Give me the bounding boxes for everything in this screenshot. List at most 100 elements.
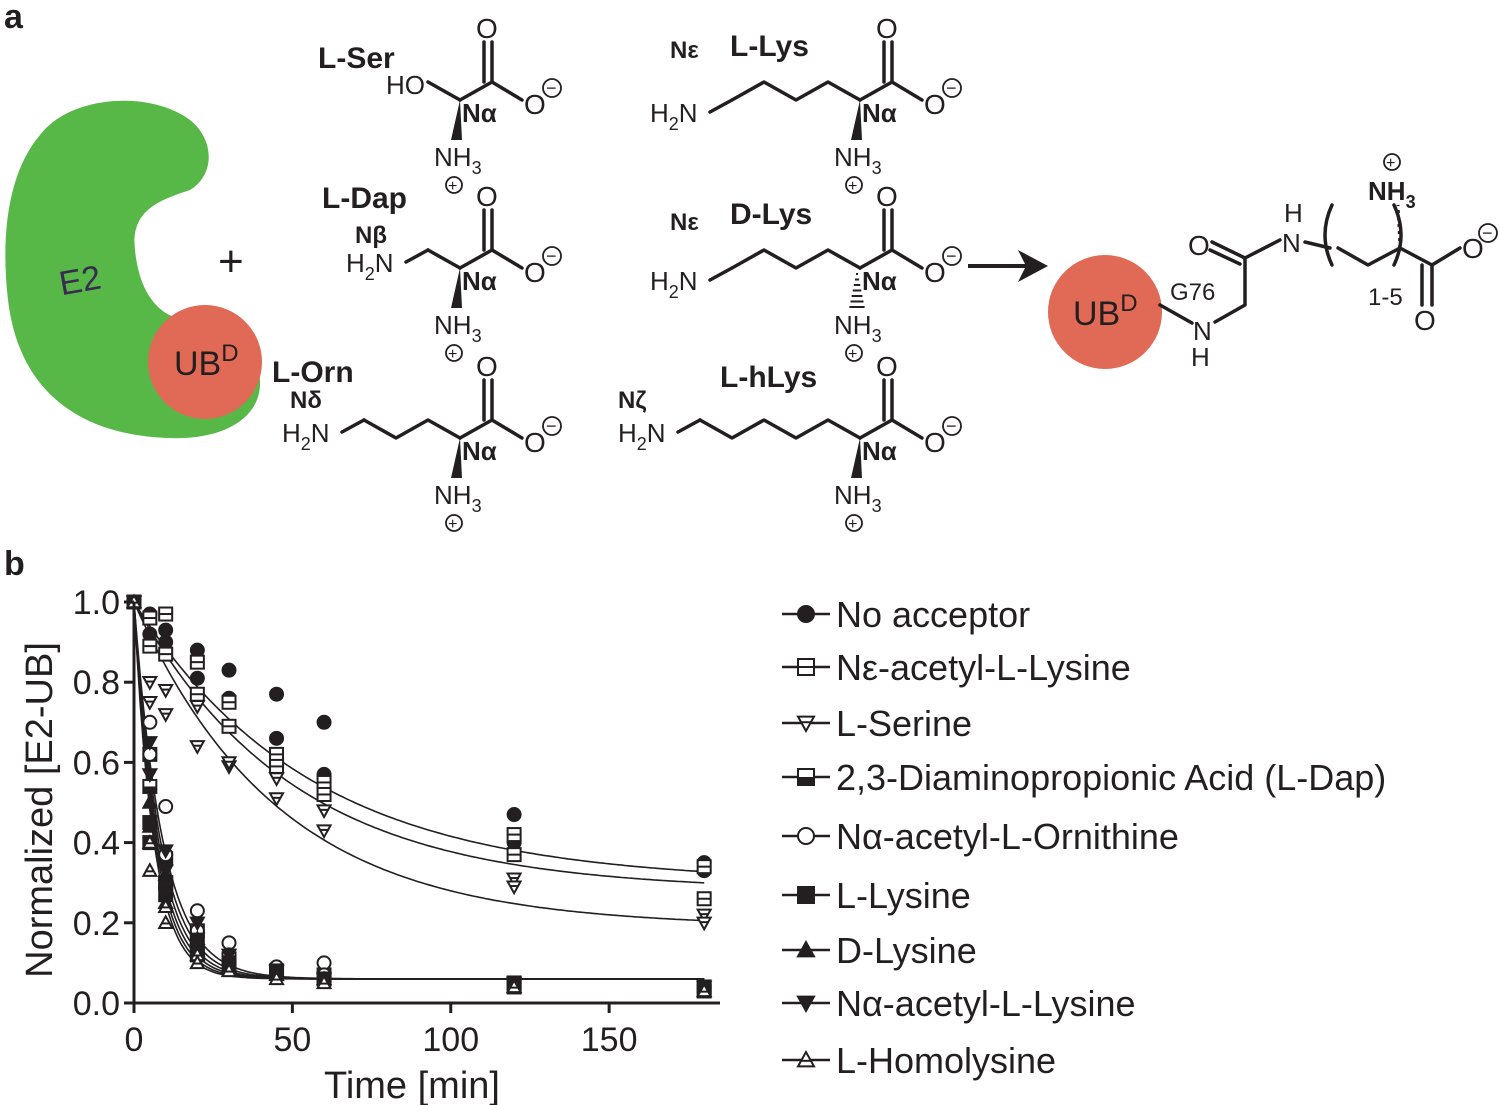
- positive-charge-icon: [445, 176, 463, 194]
- alpha-amine-label: Nα: [862, 436, 897, 466]
- terminal-amine: H2N: [618, 418, 666, 454]
- negative-charge-sign: −: [546, 78, 557, 98]
- carbonyl-oxygen: O: [876, 181, 898, 212]
- data-point: [316, 786, 332, 802]
- negative-charge-icon: [942, 246, 962, 266]
- product-amine: NH3: [1368, 176, 1416, 212]
- terminal-amine: H2N: [650, 98, 698, 134]
- y-tick-label: 0.2: [73, 905, 120, 943]
- carboxylate-oxygen: O: [924, 89, 946, 120]
- legend-marker-icon: [796, 715, 816, 734]
- carbonyl-oxygen: O: [476, 13, 498, 44]
- fit-curve-5: [133, 601, 705, 980]
- y-tick-label: 0.4: [73, 825, 120, 863]
- legend-marker-icon: [796, 995, 816, 1014]
- y-tick-label: 0.8: [73, 664, 120, 702]
- y-tick-label: 0.6: [73, 744, 120, 782]
- x-tick-label: 150: [581, 1021, 638, 1059]
- data-point: [505, 872, 523, 888]
- data-point: [157, 898, 174, 913]
- alpha-amine-label: Nα: [862, 98, 897, 128]
- ammonium-group: NH3: [434, 480, 482, 516]
- product-residue-label: G76: [1170, 279, 1215, 306]
- product-h-top: H: [1284, 198, 1303, 228]
- x-tick-label: 0: [125, 1021, 144, 1059]
- fit-curve-2: [133, 601, 705, 922]
- alpha-amine-label: Nα: [462, 98, 497, 128]
- data-point: [220, 962, 238, 978]
- data-point: [157, 844, 174, 860]
- side-chain-amine-label: Nε: [670, 209, 699, 236]
- alpha-amine-label: Nα: [862, 266, 897, 296]
- data-point: [158, 646, 174, 662]
- product-carboxylate-o-right: O: [1462, 233, 1484, 264]
- product-ub-circle: [1048, 255, 1162, 369]
- ammonium-group: NH3: [834, 480, 882, 516]
- negative-charge-sign: −: [946, 78, 957, 98]
- terminal-amine: H2N: [346, 248, 394, 284]
- data-point: [506, 807, 522, 823]
- negative-charge-sign: −: [546, 246, 557, 266]
- data-point: [189, 932, 206, 948]
- product-carboxylate-o-bottom: O: [1414, 305, 1436, 336]
- carboxylate-oxygen: O: [524, 427, 546, 458]
- data-point: [695, 982, 713, 998]
- data-point: [189, 670, 205, 686]
- data-points: [125, 593, 713, 999]
- data-point: [189, 700, 206, 715]
- positive-charge-sign: +: [448, 346, 457, 363]
- legend-label: Nα-acetyl-L-Lysine: [836, 983, 1136, 1024]
- carboxylate-oxygen: O: [524, 89, 546, 120]
- legend-item: No acceptor: [782, 594, 1030, 635]
- fit-curve-8: [133, 601, 705, 980]
- ammonium-group: NH3: [434, 142, 482, 178]
- carbonyl-oxygen: O: [876, 13, 898, 44]
- molecule-name: L-Orn: [272, 356, 354, 389]
- legend-label: D-Lysine: [836, 930, 977, 971]
- molecule-name: L-hLys: [720, 361, 817, 394]
- product-carbonyl-o: O: [1188, 230, 1210, 261]
- panel-b-label: b: [4, 545, 25, 583]
- legend-item: D-Lysine: [782, 930, 977, 971]
- positive-charge-icon: [845, 344, 863, 362]
- fit-curve-1: [133, 601, 705, 884]
- molecule-name: L-Ser: [318, 42, 395, 75]
- data-point: [695, 916, 713, 932]
- negative-charge-sign: −: [546, 416, 557, 436]
- legend-label: Nα-acetyl-L-Ornithine: [836, 816, 1179, 857]
- molecule-name: D-Lys: [730, 198, 812, 231]
- legend-marker-icon: [797, 886, 815, 904]
- positive-charge-icon: [445, 344, 463, 362]
- data-point: [315, 974, 333, 990]
- data-point: [269, 758, 285, 774]
- x-tick-label: 50: [273, 1021, 311, 1059]
- hydroxyl-group: HO: [386, 70, 425, 100]
- panel-a-label: a: [4, 0, 24, 36]
- ammonium-group: NH3: [434, 310, 482, 346]
- data-point: [141, 736, 159, 751]
- negative-charge-icon: [942, 78, 962, 98]
- positive-charge-sign: +: [848, 516, 857, 533]
- product-n-top: N: [1282, 228, 1301, 258]
- legend-item: 2,3-Diaminopropionic Acid (L-Dap): [782, 757, 1386, 798]
- data-point: [269, 730, 285, 746]
- data-point: [141, 818, 159, 833]
- product-plus-charge: +: [1386, 155, 1395, 172]
- product-repeat-label: 1-5: [1368, 284, 1403, 311]
- legend-marker-icon: [797, 827, 815, 845]
- y-axis-label: Normalized [E2-UB]: [19, 642, 61, 978]
- ammonium-group: NH3: [834, 310, 882, 346]
- alpha-amine-label: Nα: [462, 266, 497, 296]
- side-chain-amine-label: Nδ: [290, 387, 322, 414]
- carbonyl-oxygen: O: [476, 181, 498, 212]
- data-point: [141, 862, 159, 877]
- data-point: [268, 772, 285, 787]
- data-point: [315, 824, 333, 840]
- negative-charge-icon: [542, 246, 562, 266]
- data-point: [141, 793, 159, 809]
- data-point: [142, 610, 158, 626]
- positive-charge-sign: +: [848, 346, 857, 363]
